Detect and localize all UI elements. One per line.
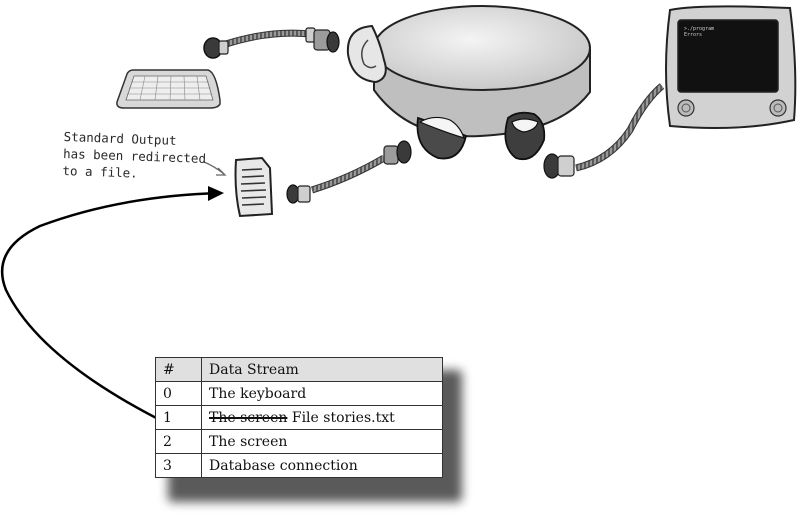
stream-label: Database connection: [209, 457, 358, 474]
column-header-data-stream: Data Stream: [201, 357, 443, 382]
table-row: 0 The keyboard: [155, 381, 443, 406]
stream-number: 3: [155, 453, 202, 478]
stream-label: File stories.txt: [291, 409, 395, 426]
stream-name: The screen: [201, 429, 443, 454]
stream-name: The screen File stories.txt: [201, 405, 443, 430]
monitor-screen-text: >./program Errors: [684, 26, 714, 38]
stream-name: The keyboard: [201, 381, 443, 406]
redirect-arrow-icon: [0, 186, 224, 426]
keyboard-icon: [116, 69, 221, 109]
annotation-arrow-icon: [203, 161, 227, 176]
monitor-line: Errors: [684, 32, 703, 38]
stream-label: The keyboard: [209, 385, 307, 402]
stream-name: Database connection: [201, 453, 443, 478]
column-header-number: #: [155, 357, 202, 382]
monitor-cable: [543, 83, 665, 179]
stream-label: The screen: [209, 433, 288, 450]
file-document-icon: [234, 156, 274, 218]
output-cable: [286, 140, 412, 204]
keyboard-cable: [203, 27, 340, 59]
struck-stream-label: The screen: [209, 409, 288, 426]
table-header-row: # Data Stream: [155, 357, 443, 382]
table-row: 2 The screen: [155, 429, 443, 454]
table-row: 3 Database connection: [155, 453, 443, 478]
program-character-icon: [346, 5, 591, 161]
monitor-line: >./program: [684, 26, 715, 32]
data-stream-table: # Data Stream 0 The keyboard 1 The scree…: [155, 357, 443, 478]
redirect-annotation: Standard Output has been redirected to a…: [62, 128, 214, 184]
table-row: 1 The screen File stories.txt: [155, 405, 443, 430]
stream-number: 1: [155, 405, 202, 430]
stream-number: 0: [155, 381, 202, 406]
stream-number: 2: [155, 429, 202, 454]
monitor-icon: [665, 5, 797, 129]
